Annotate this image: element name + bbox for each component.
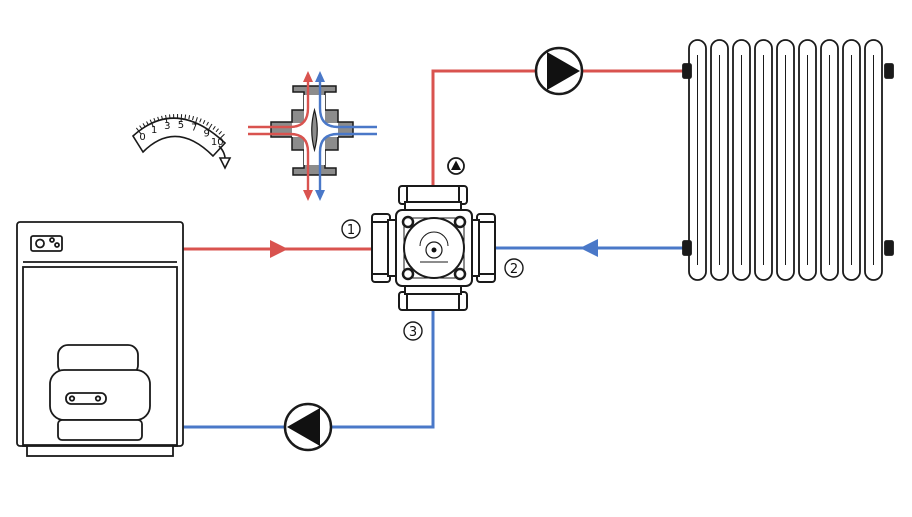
dial-tick — [213, 126, 215, 129]
valve-cross-section-icon — [248, 71, 377, 201]
dial-scale-label: 9 — [203, 129, 209, 140]
port-1-text: 1 — [347, 223, 355, 238]
dial-scale-label: 3 — [164, 121, 170, 132]
pump-icon — [536, 48, 582, 94]
radiator-connector — [683, 64, 691, 78]
four-way-mixing-valve-icon — [372, 186, 495, 310]
pump-icon — [285, 404, 331, 450]
radiator-connector — [683, 241, 691, 255]
radiator-icon — [683, 40, 893, 280]
dial-tick — [219, 131, 222, 134]
dial-tick — [216, 129, 219, 132]
dial-scale-label: 5 — [178, 120, 184, 131]
dial-tick — [189, 115, 190, 119]
port-label-1: 1 — [342, 220, 360, 238]
port-label-2: 2 — [505, 259, 523, 277]
dial-tick — [207, 122, 209, 126]
dial-scale-label: 10 — [211, 137, 224, 148]
port-label-3: 3 — [404, 322, 422, 340]
port-2-text: 2 — [510, 262, 518, 277]
dial-tick — [200, 119, 201, 123]
dial-tick — [140, 126, 142, 129]
radiator-connector — [885, 64, 893, 78]
dial-tick — [193, 116, 194, 120]
small-pump-icon — [448, 158, 464, 174]
port-3-text: 3 — [409, 325, 417, 340]
radiator-connector — [885, 241, 893, 255]
dial-scale-label: 1 — [151, 125, 157, 136]
dial-scale-label: 7 — [191, 123, 197, 134]
flow-arrow-icon — [270, 240, 288, 258]
dial-tick — [203, 120, 205, 124]
dial-tick — [143, 123, 145, 126]
rotation-arrow-icon — [219, 146, 230, 168]
boiler-icon — [17, 222, 183, 456]
dial-scale-label: 0 — [139, 132, 145, 143]
flow-arrow-icon — [580, 239, 598, 257]
dial-tick — [185, 115, 186, 119]
